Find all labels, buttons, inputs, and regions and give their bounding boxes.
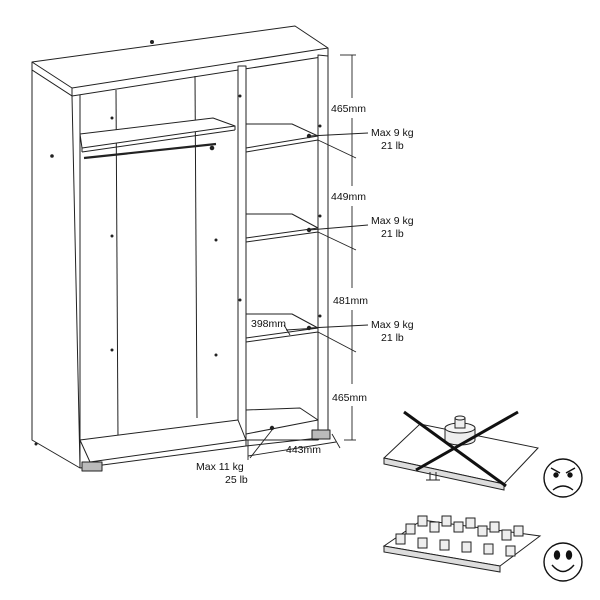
right-foot: [311, 429, 331, 440]
cross-mark-line-2: [415, 410, 519, 472]
wardrobe-left-side-panel: [31, 69, 81, 469]
wardrobe-middle-divider: [237, 65, 247, 441]
dim-465-bottom: 465mm: [332, 392, 367, 404]
shelf-2: [245, 213, 319, 239]
load-label-shelf-2-lb: 21 lb: [381, 228, 404, 240]
load-label-bottom-lb: 25 lb: [225, 474, 248, 486]
angry-face-icon: [543, 458, 583, 498]
dim-481: 481mm: [333, 295, 368, 307]
dim-398: 398mm: [251, 318, 286, 330]
load-label-shelf-3-kg: Max 9 kg: [371, 319, 414, 331]
load-label-shelf-2-kg: Max 9 kg: [371, 215, 414, 227]
concentrated-weight-on-shelf-icon: [382, 410, 539, 491]
load-label-shelf-1-kg: Max 9 kg: [371, 127, 414, 139]
load-label-bottom-kg: Max 11 kg: [196, 461, 244, 473]
dimension-labels: 465mm 449mm 481mm 465mm 398mm 443mm: [251, 103, 368, 456]
wardrobe-base-left: [79, 419, 247, 463]
wardrobe-right-side-panel: [317, 54, 329, 441]
load-label-shelf-3-lb: 21 lb: [381, 332, 404, 344]
distributed-weights-on-shelf-icon: [382, 515, 542, 573]
load-label-shelf-1-lb: 21 lb: [381, 140, 404, 152]
left-foot: [81, 461, 103, 472]
dim-449: 449mm: [331, 191, 366, 203]
bottom-shelf-right: [245, 407, 319, 435]
hanging-rail: [83, 142, 217, 160]
vertical-dimension-line: [247, 54, 369, 460]
load-labels: Max 9 kg 21 lb Max 9 kg 21 lb Max 9 kg 2…: [196, 127, 414, 486]
smiling-face-icon: [543, 542, 583, 582]
wardrobe-drawing: [31, 25, 331, 472]
dim-443: 443mm: [286, 444, 321, 456]
dim-465-top: 465mm: [331, 103, 366, 115]
